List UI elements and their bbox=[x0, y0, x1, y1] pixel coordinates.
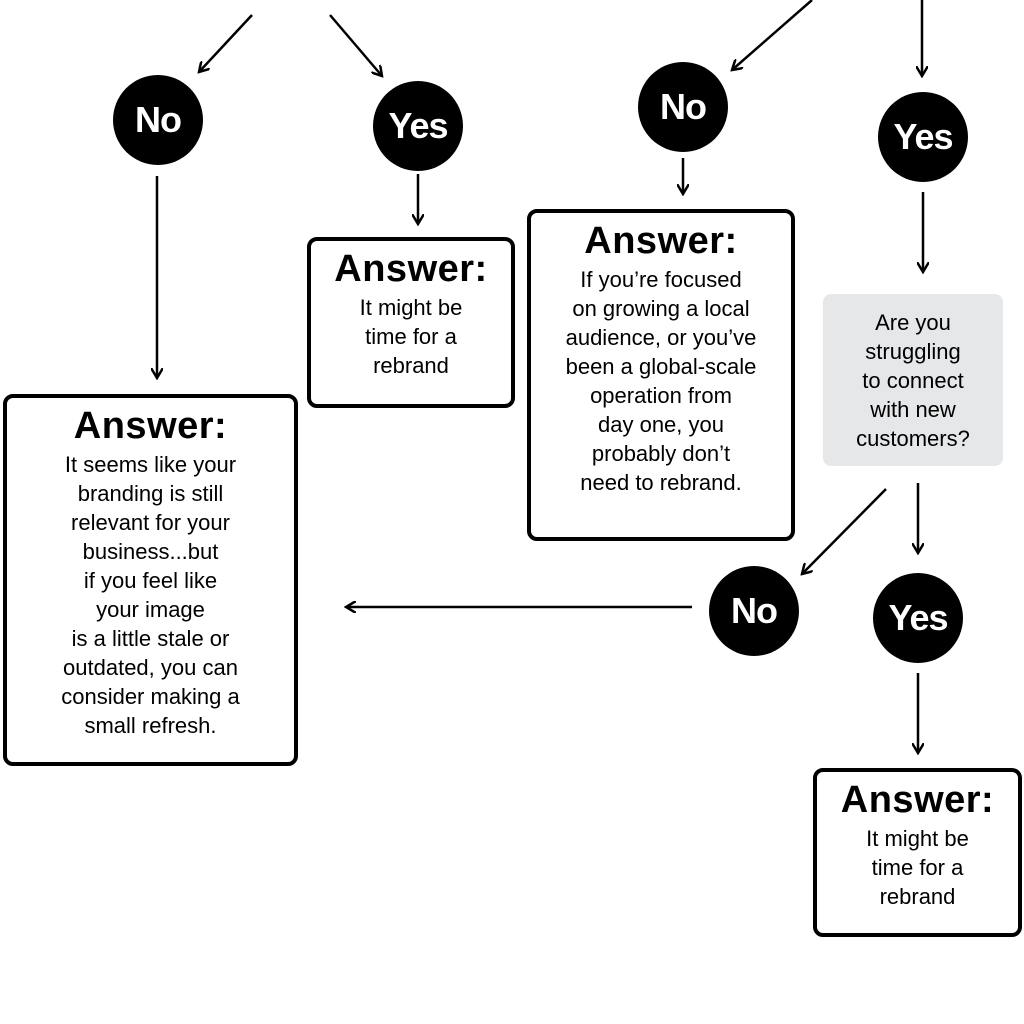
answer-text: It seems like your branding is still rel… bbox=[61, 452, 240, 738]
answer-box-rebrand-bottom: Answer: It might be time for a rebrand bbox=[813, 768, 1022, 937]
answer-box-still-relevant: Answer: It seems like your branding is s… bbox=[3, 394, 298, 766]
answer-box-focused-local: Answer: If you’re focused on growing a l… bbox=[527, 209, 795, 541]
answer-text: If you’re focused on growing a local aud… bbox=[565, 267, 757, 495]
answer-title: Answer: bbox=[840, 779, 995, 821]
answer-title: Answer: bbox=[334, 248, 488, 290]
no-node-middle: No bbox=[638, 62, 728, 152]
arrow-to-no-mid bbox=[732, 0, 813, 70]
answer-text: It might be time for a rebrand bbox=[866, 826, 969, 909]
arrow-to-yes-left bbox=[329, 14, 382, 76]
answer-title: Answer: bbox=[73, 405, 228, 447]
answer-text: It might be time for a rebrand bbox=[359, 295, 463, 378]
yes-node-bottom: Yes bbox=[873, 573, 963, 663]
arrow-to-no-left bbox=[199, 14, 253, 72]
no-node-left: No bbox=[113, 75, 203, 165]
yes-node-left: Yes bbox=[373, 81, 463, 171]
question-box-struggling: Are you struggling to connect with new c… bbox=[823, 294, 1003, 466]
arrow-question-to-no bbox=[802, 488, 887, 574]
answer-title: Answer: bbox=[584, 220, 738, 262]
answer-box-rebrand-top: Answer: It might be time for a rebrand bbox=[307, 237, 515, 408]
no-node-bottom: No bbox=[709, 566, 799, 656]
yes-node-right: Yes bbox=[878, 92, 968, 182]
